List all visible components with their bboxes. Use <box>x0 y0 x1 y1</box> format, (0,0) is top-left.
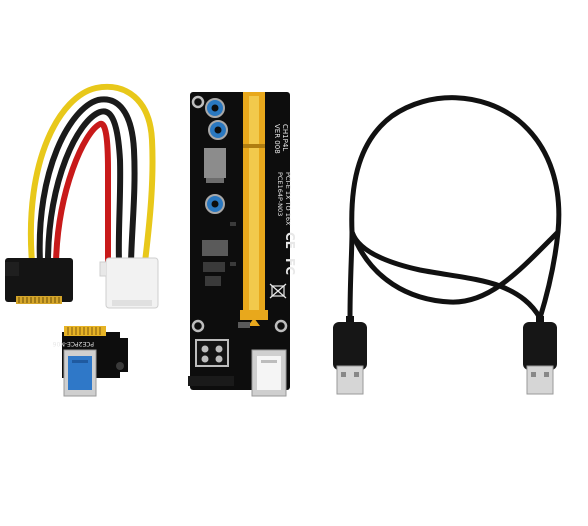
sata-power-connector <box>5 258 73 304</box>
capacitors <box>205 98 228 214</box>
ce-mark: CE <box>283 232 297 249</box>
riser-spec-label: PCI-E 1X TO 16X <box>284 172 292 226</box>
usb-cable <box>333 95 562 395</box>
fcc-mark: FC <box>283 258 297 275</box>
mounting-holes <box>191 95 288 333</box>
adapter-usb-port <box>63 349 97 397</box>
molex-connector <box>99 257 159 309</box>
voltage-regulator <box>204 148 226 183</box>
riser-board: CH1P4L VER 008 PCI-E 1X TO 16X PCE164P-N… <box>188 92 297 397</box>
usb-plug-right <box>523 316 557 395</box>
recycle-bin-symbol <box>269 283 287 299</box>
chips <box>202 222 236 286</box>
adapter-gold-fingers <box>64 326 106 336</box>
usb-plug-left <box>333 316 367 395</box>
riser-brand-label: CH1P4L <box>281 124 289 151</box>
adapter-model-label: PCE2PCE-N06 <box>53 340 94 347</box>
power-cable <box>5 83 159 309</box>
adapter-card: PCE2PCE-N06 <box>53 326 128 397</box>
pcie-x16-slot <box>240 92 268 326</box>
power-header <box>195 339 229 367</box>
riser-model-label: PCE164P-N03 <box>276 172 284 216</box>
power-cable-wires <box>27 83 156 265</box>
riser-usb-port <box>251 349 287 397</box>
usb-cable-loop <box>347 95 562 319</box>
riser-version-label: VER 008 <box>273 124 281 154</box>
